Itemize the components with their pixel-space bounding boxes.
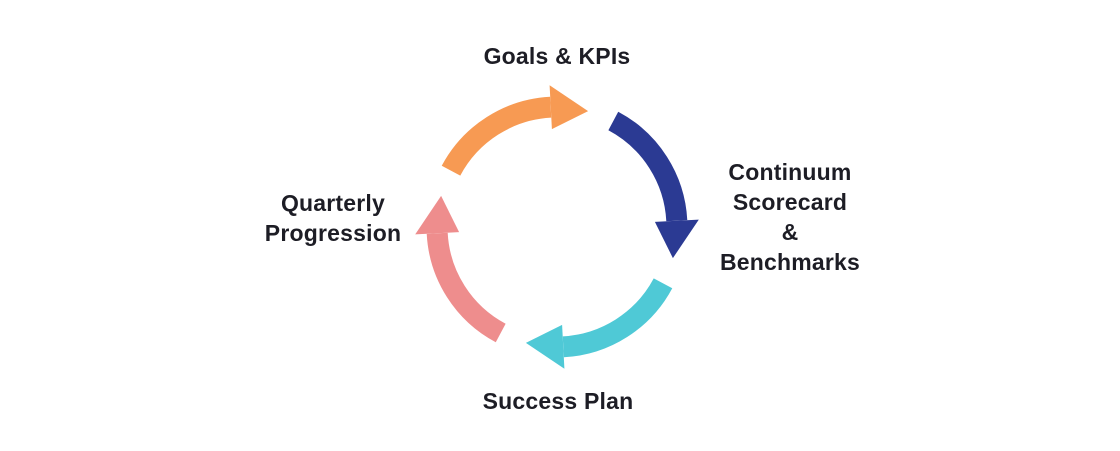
arrow-body xyxy=(426,232,506,343)
arrow-head-icon xyxy=(415,195,460,235)
node-label-quarterly-progression: Quarterly Progression xyxy=(265,188,401,248)
node-label-continuum-scorecard-benchmarks: Continuum Scorecard & Benchmarks xyxy=(720,157,860,277)
label-line: Quarterly xyxy=(280,190,386,216)
label-line: Goals & KPIs xyxy=(483,43,631,69)
label-line: Success Plan xyxy=(482,388,634,414)
arrow-head-icon xyxy=(525,324,565,369)
node-label-goals-kpis: Goals & KPIs xyxy=(484,41,631,71)
arrow-head-icon xyxy=(654,219,699,259)
label-line: Progression xyxy=(264,220,402,246)
cycle-arrow-bottom-left xyxy=(415,195,506,343)
arrow-body xyxy=(562,278,673,358)
cycle-arrow-top-left xyxy=(441,85,589,176)
arrow-head-icon xyxy=(549,85,589,130)
cycle-arrow-top-right xyxy=(608,111,699,259)
label-line: & xyxy=(781,219,799,245)
label-line: Continuum xyxy=(728,159,852,185)
arrow-body xyxy=(441,96,552,176)
label-line: Benchmarks xyxy=(719,249,861,275)
cycle-arrow-bottom-right xyxy=(525,278,673,369)
node-label-success-plan: Success Plan xyxy=(483,386,634,416)
label-line: Scorecard xyxy=(732,189,848,215)
arrow-body xyxy=(608,111,688,222)
